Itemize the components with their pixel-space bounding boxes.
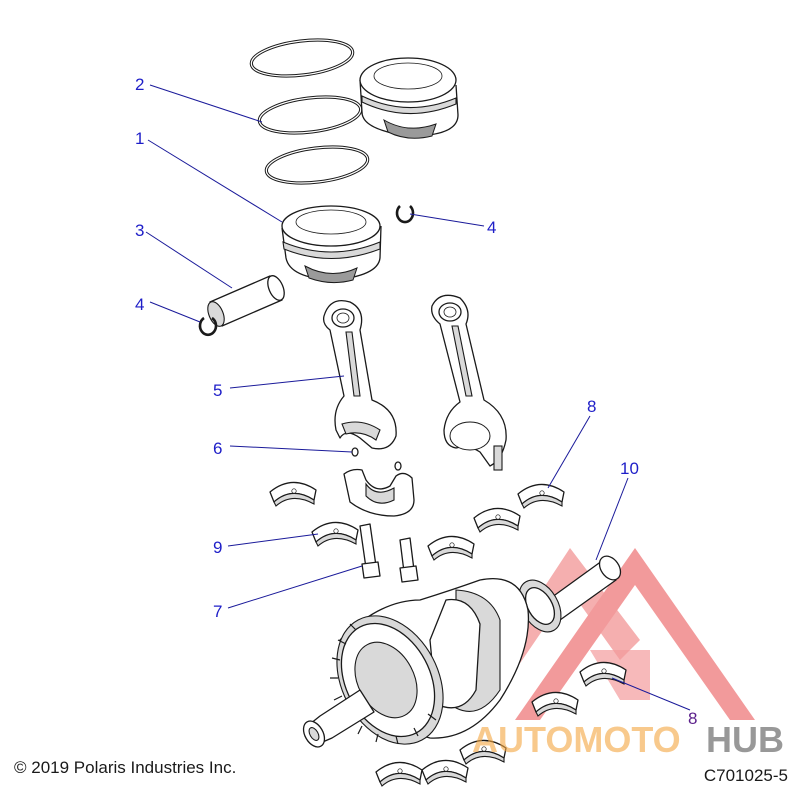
callout-7: 7 <box>213 602 222 621</box>
bearing-shell <box>473 507 521 533</box>
callout-10: 10 <box>620 459 639 478</box>
bearing-shell <box>421 759 469 785</box>
piston-front <box>281 205 382 284</box>
circlip-left <box>198 316 218 337</box>
piston-rear <box>359 57 459 139</box>
piston-ring-set <box>249 38 370 185</box>
rod-bolt-right <box>399 537 419 583</box>
callout-9: 9 <box>213 538 222 557</box>
bearing-shell <box>269 481 317 507</box>
watermark-text-part1: AUTOMOTO <box>472 719 681 760</box>
callout-3: 3 <box>135 221 144 240</box>
connecting-rod-right <box>431 294 507 471</box>
callout-8-bottom: 8 <box>688 709 697 728</box>
rod-bolt-left <box>359 523 381 579</box>
callout-2: 2 <box>135 75 144 94</box>
watermark-text: AUTOMOTO HUB <box>472 719 784 760</box>
bearing-shells <box>269 481 627 787</box>
figure-id: C701025-5 <box>703 766 788 785</box>
crankshaft <box>302 555 622 748</box>
callout-8-top: 8 <box>587 397 596 416</box>
callout-1: 1 <box>135 129 144 148</box>
callout-4-left: 4 <box>135 295 144 314</box>
leader-lines <box>145 84 691 711</box>
bearing-shell <box>531 691 579 717</box>
callout-5: 5 <box>213 381 222 400</box>
wrist-pin <box>207 275 285 327</box>
callout-6: 6 <box>213 439 222 458</box>
bearing-shell <box>427 535 475 561</box>
rod-cap <box>343 468 415 517</box>
callout-4-right: 4 <box>487 218 496 237</box>
connecting-rod-left <box>322 299 397 450</box>
callout-labels: 2 1 3 4 4 5 6 9 7 8 10 8 <box>135 75 697 728</box>
circlip-right <box>395 205 415 224</box>
copyright-notice: © 2019 Polaris Industries Inc. <box>14 758 237 777</box>
bearing-shell <box>311 521 359 547</box>
bearing-shell <box>375 761 423 787</box>
bearing-shell <box>459 739 507 765</box>
watermark-text-part2: HUB <box>706 719 784 760</box>
dowel-pins <box>351 447 402 471</box>
bearing-shell <box>517 483 565 509</box>
bearing-shell <box>579 661 627 687</box>
